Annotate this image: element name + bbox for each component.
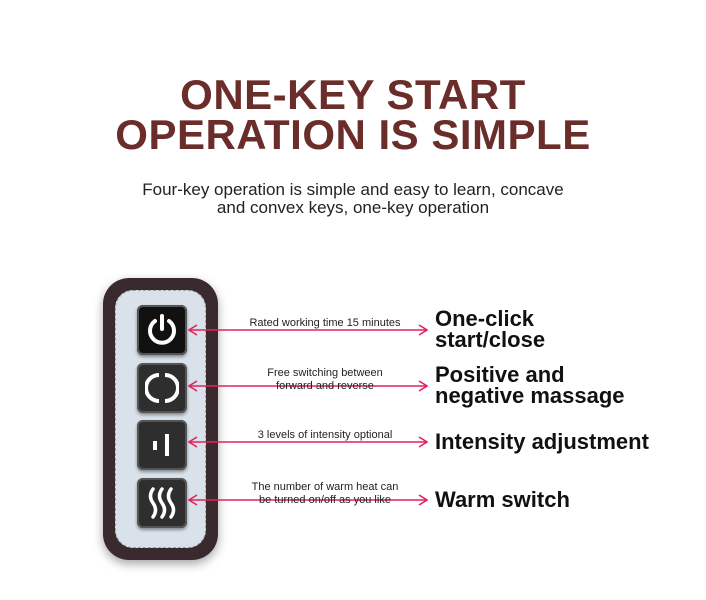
power-icon — [148, 314, 176, 345]
double-arrow-icon — [188, 324, 428, 336]
title-line-2: OPERATION IS SIMPLE — [115, 111, 591, 158]
heat-icon — [148, 487, 176, 519]
rotate-icon — [145, 373, 179, 403]
note-line-1: The number of warm heat can — [251, 481, 399, 493]
remote-controller — [103, 278, 218, 560]
power-button[interactable] — [137, 305, 187, 355]
feature-note: Rated working time 15 minutes — [205, 317, 445, 330]
feature-label: Warm switch — [435, 487, 570, 512]
title-line-1: ONE-KEY START — [180, 71, 526, 118]
feature-note: 3 levels of intensity optional — [205, 429, 445, 442]
label-line-1: Intensity adjustment — [435, 429, 649, 454]
label-line-2: start/close — [435, 327, 546, 352]
label-line-1: One-click — [435, 306, 535, 331]
rotate-button[interactable] — [137, 363, 187, 413]
note-line-1: Rated working time 15 minutes — [249, 317, 401, 329]
note-line-1: Free switching between — [267, 367, 383, 379]
label-line-2: negative massage — [435, 383, 625, 408]
double-arrow-icon — [188, 380, 428, 392]
note-line-2: be turned on/off as you like — [259, 494, 391, 506]
subtitle-line-2: and convex keys, one-key operation — [216, 198, 490, 217]
subtitle-line-1: Four-key operation is simple and easy to… — [142, 180, 564, 199]
intensity-icon — [153, 434, 169, 456]
feature-label: Intensity adjustment — [435, 429, 649, 454]
heat-button[interactable] — [137, 478, 187, 528]
label-line-1: Warm switch — [435, 487, 570, 512]
double-arrow-icon — [188, 436, 428, 448]
intensity-button[interactable] — [137, 420, 187, 470]
double-arrow-icon — [188, 494, 428, 506]
label-line-1: Positive and — [435, 362, 565, 387]
note-line-1: 3 levels of intensity optional — [257, 429, 393, 441]
note-line-2: forward and reverse — [276, 380, 374, 392]
